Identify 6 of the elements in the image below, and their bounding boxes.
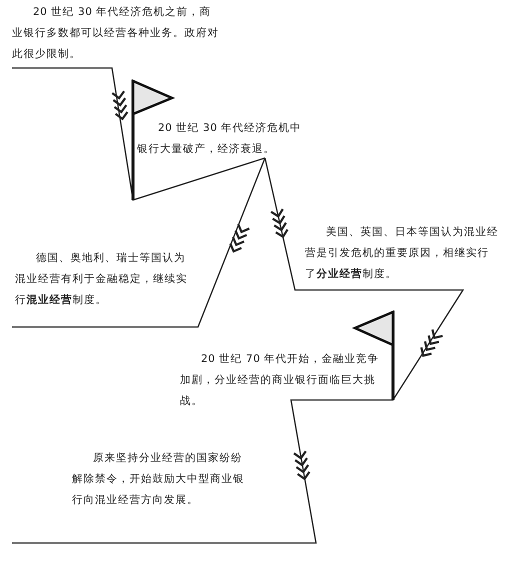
timeline-text: 20 世纪 30 年代经济危机之前，商业银行多数都可以经营各种业务。政府对此很少限制。 xyxy=(12,5,220,62)
timeline-text: 德国、奥地利、瑞士等国认为混业经营有利于金融稳定，继续实行混业经营制度。 xyxy=(15,251,188,308)
timeline-text: 20 世纪 30 年代经济危机中银行大量破产，经济衰退。 xyxy=(137,121,303,157)
timeline-text: 20 世纪 70 年代开始，金融业竞争加剧，分业经营的商业银行面临巨大挑战。 xyxy=(180,352,380,409)
timeline-text: 美国、英国、日本等国认为混业经营是引发危机的重要原因，相继实行了分业经营制度。 xyxy=(305,225,500,282)
timeline-text: 原来坚持分业经营的国家纷纷解除禁令，开始鼓励大中型商业银行向混业经营方向发展。 xyxy=(72,451,246,508)
